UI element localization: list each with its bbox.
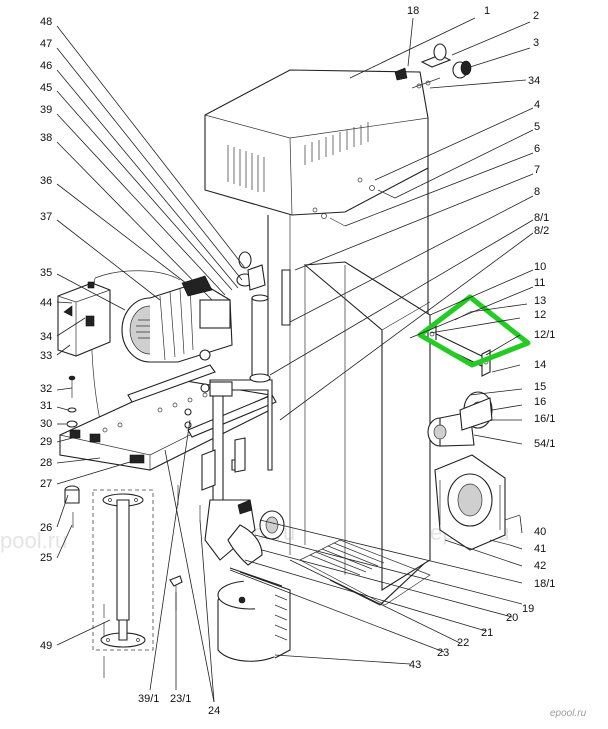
label-19: 19 [522,603,534,615]
label-31: 31 [40,400,52,412]
label-21: 21 [481,627,493,639]
label-23: 23 [437,647,449,659]
label-24: 24 [208,705,220,717]
label-13: 13 [534,295,546,307]
label-39-1: 39/1 [138,693,159,705]
label-37: 37 [40,211,52,223]
label-48: 48 [40,16,52,28]
label-32: 32 [40,383,52,395]
label-18-1: 18/1 [534,578,555,590]
right-side-parts [427,311,521,551]
pipework [201,269,291,566]
label-8: 8 [534,186,540,198]
label-2: 2 [533,10,539,22]
callout-labels: 18 1 2 3 34 4 5 6 7 8 8/1 8/2 10 11 13 1… [40,5,555,717]
motor-assembly [91,270,233,421]
label-4: 4 [534,99,540,111]
label-34-left: 34 [40,331,52,343]
label-8-2: 8/2 [534,225,549,237]
label-27: 27 [40,478,52,490]
label-3: 3 [533,37,539,49]
label-39: 39 [40,104,52,116]
label-12-1: 12/1 [534,329,555,341]
label-29: 29 [40,436,52,448]
label-44: 44 [40,297,52,309]
terminal-box [57,281,111,357]
label-30: 30 [40,418,52,430]
label-36: 36 [40,175,52,187]
label-46: 46 [40,60,52,72]
label-5: 5 [534,121,540,133]
top-fittings [394,43,472,89]
label-12: 12 [534,309,546,321]
label-25: 25 [40,552,52,564]
label-43: 43 [409,659,421,671]
label-42: 42 [534,560,546,572]
label-1: 1 [484,5,490,17]
leader-lines [56,17,534,703]
label-22: 22 [457,637,469,649]
label-41: 41 [534,543,546,555]
label-18: 18 [407,5,419,17]
label-38: 38 [40,132,52,144]
label-16-1: 16/1 [534,413,555,425]
filter-canister [217,567,291,662]
label-49: 49 [40,640,52,652]
label-6: 6 [534,143,540,155]
label-45: 45 [40,82,52,94]
cabinet-housing [204,69,431,606]
label-26: 26 [40,522,52,534]
label-7: 7 [534,164,540,176]
label-16: 16 [534,396,546,408]
label-35: 35 [40,267,52,279]
label-47: 47 [40,38,52,50]
brand-mark: epool.ru [550,708,587,719]
screws-bottom [169,485,201,610]
label-23-1: 23/1 [170,693,191,705]
label-14: 14 [534,359,546,371]
watermark-left: pool.ru [0,528,67,553]
label-8-1: 8/1 [534,212,549,224]
label-34-top: 34 [528,75,540,87]
label-10: 10 [534,261,546,273]
label-28: 28 [40,457,52,469]
stand-column [64,375,154,678]
label-20: 20 [506,612,518,624]
label-15: 15 [534,381,546,393]
highlight-marker [417,294,531,368]
label-40: 40 [534,526,546,538]
label-11: 11 [534,277,545,289]
label-33: 33 [40,350,52,362]
label-54-1: 54/1 [534,438,555,450]
cabinet-screws [312,177,396,227]
